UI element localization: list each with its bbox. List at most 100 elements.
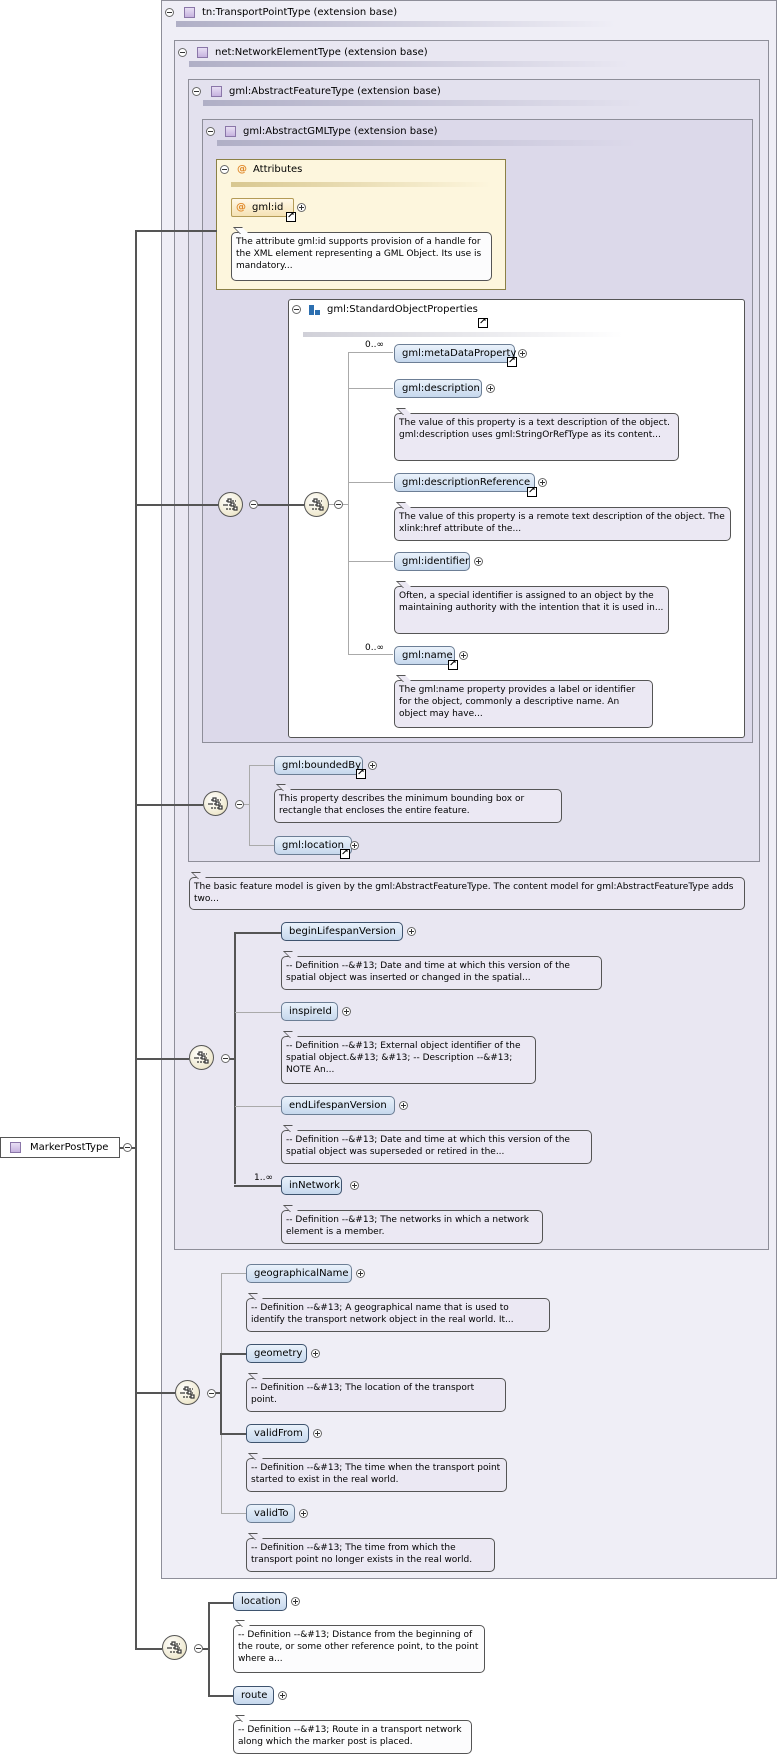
element-route[interactable]: route: [233, 1686, 274, 1705]
element-gml-identifier[interactable]: gml:identifier: [394, 552, 470, 571]
connector: [135, 504, 218, 506]
link-icon[interactable]: [356, 767, 366, 779]
element-gml-descriptionreference[interactable]: gml:descriptionReference: [394, 473, 535, 492]
element-innetwork[interactable]: inNetwork: [281, 1176, 342, 1195]
expand-icon[interactable]: [278, 1691, 287, 1700]
occurs-label: 0..∞: [365, 643, 384, 653]
root-element[interactable]: MarkerPostType: [0, 1137, 120, 1158]
connector: [235, 1012, 281, 1013]
expand-icon[interactable]: [342, 1007, 351, 1016]
expand-icon[interactable]: [368, 761, 377, 770]
attribute-icon: @: [236, 202, 246, 213]
element-validto[interactable]: validTo: [246, 1504, 295, 1523]
expand-icon[interactable]: [399, 1101, 408, 1110]
link-icon[interactable]: [286, 210, 296, 222]
sequence-icon: [162, 1635, 187, 1660]
doc-gml-descriptionreference: The value of this property is a remote t…: [394, 507, 731, 541]
collapse-icon[interactable]: [194, 1644, 203, 1653]
occurs-label: 1..∞: [254, 1173, 273, 1183]
link-icon[interactable]: [507, 355, 517, 367]
doc-gml-name: The gml:name property provides a label o…: [394, 680, 653, 728]
connector: [234, 1185, 281, 1187]
attribute-name: gml:id: [252, 202, 284, 213]
connector: [348, 654, 393, 655]
collapse-icon[interactable]: [221, 1054, 230, 1063]
doc-route: -- Definition --&#13; Route in a transpo…: [233, 1720, 472, 1754]
expand-icon[interactable]: [356, 1269, 365, 1278]
expand-icon[interactable]: [350, 1181, 359, 1190]
attribute-gml-id[interactable]: @ gml:id: [231, 198, 294, 217]
collapse-icon[interactable]: [292, 305, 301, 314]
expand-icon[interactable]: [299, 1509, 308, 1518]
element-gml-metadataproperty[interactable]: gml:metaDataProperty: [394, 344, 516, 363]
element-validfrom[interactable]: validFrom: [246, 1424, 309, 1443]
doc-gml-description: The value of this property is a text des…: [394, 413, 679, 461]
separator: [189, 61, 629, 67]
collapse-icon[interactable]: [192, 86, 201, 96]
connector: [208, 1695, 233, 1697]
expand-icon[interactable]: [407, 927, 416, 936]
doc-location: -- Definition --&#13; Distance from the …: [233, 1625, 485, 1673]
expand-icon[interactable]: [538, 478, 547, 487]
ext-label: net:NetworkElementType (extension base): [215, 46, 428, 58]
expand-icon[interactable]: [291, 1597, 300, 1606]
link-icon[interactable]: [478, 316, 488, 328]
expand-icon[interactable]: [297, 203, 306, 212]
connector: [348, 482, 393, 483]
element-geometry[interactable]: geometry: [246, 1344, 307, 1363]
connector: [249, 765, 250, 846]
element-location[interactable]: location: [233, 1592, 287, 1611]
collapse-icon[interactable]: [249, 500, 258, 509]
element-gml-location[interactable]: gml:location: [274, 836, 352, 855]
collapse-icon[interactable]: [206, 126, 215, 136]
doc-beginlifespanversion: -- Definition --&#13; Date and time at w…: [281, 956, 602, 990]
sequence-icon: [218, 492, 243, 517]
element-endlifespanversion[interactable]: endLifespanVersion: [281, 1096, 395, 1115]
attribute-icon: @: [237, 164, 247, 175]
expand-icon[interactable]: [350, 841, 359, 850]
element-gml-description[interactable]: gml:description: [394, 379, 482, 398]
ext-label: gml:AbstractGMLType (extension base): [243, 125, 438, 137]
complex-type-icon: [184, 6, 195, 18]
doc-geometry: -- Definition --&#13; The location of th…: [246, 1378, 506, 1412]
expand-icon[interactable]: [486, 384, 495, 393]
connector: [249, 845, 274, 846]
element-beginlifespanversion[interactable]: beginLifespanVersion: [281, 922, 403, 941]
collapse-icon[interactable]: [123, 1143, 132, 1152]
expand-icon[interactable]: [474, 557, 483, 566]
collapse-icon[interactable]: [235, 800, 244, 809]
element-gml-name[interactable]: gml:name: [394, 646, 455, 665]
connector: [221, 1513, 246, 1514]
doc-gml-identifier: Often, a special identifier is assigned …: [394, 586, 669, 634]
doc-abstract-feature: The basic feature model is given by the …: [189, 877, 745, 910]
collapse-icon[interactable]: [207, 1389, 216, 1398]
collapse-icon[interactable]: [220, 165, 229, 174]
expand-icon[interactable]: [311, 1349, 320, 1358]
sequence-icon: [189, 1045, 214, 1070]
doc-endlifespanversion: -- Definition --&#13; Date and time at w…: [281, 1130, 592, 1164]
element-gml-boundedby[interactable]: gml:boundedBy: [274, 756, 363, 775]
connector: [348, 388, 393, 389]
expand-icon[interactable]: [518, 349, 527, 358]
link-icon[interactable]: [527, 485, 537, 497]
connector: [135, 230, 137, 1650]
doc-validfrom: -- Definition --&#13; The time when the …: [246, 1458, 507, 1492]
expand-icon[interactable]: [459, 651, 468, 660]
link-icon[interactable]: [448, 658, 458, 670]
connector: [197, 1648, 209, 1650]
doc-gml-boundedby: This property describes the minimum boun…: [274, 789, 562, 823]
collapse-icon[interactable]: [334, 500, 343, 509]
group-label: gml:StandardObjectProperties: [327, 304, 478, 315]
link-icon[interactable]: [340, 847, 350, 859]
collapse-icon[interactable]: [165, 7, 174, 17]
ext-label: tn:TransportPointType (extension base): [202, 6, 398, 18]
connector: [208, 1602, 233, 1604]
expand-icon[interactable]: [313, 1429, 322, 1438]
sequence-icon: [203, 791, 228, 816]
element-inspireid[interactable]: inspireId: [281, 1002, 338, 1021]
collapse-icon[interactable]: [178, 47, 187, 57]
connector: [135, 230, 217, 232]
root-label: MarkerPostType: [30, 1142, 109, 1153]
connector: [221, 1273, 246, 1274]
element-geographicalname[interactable]: geographicalName: [246, 1264, 352, 1283]
